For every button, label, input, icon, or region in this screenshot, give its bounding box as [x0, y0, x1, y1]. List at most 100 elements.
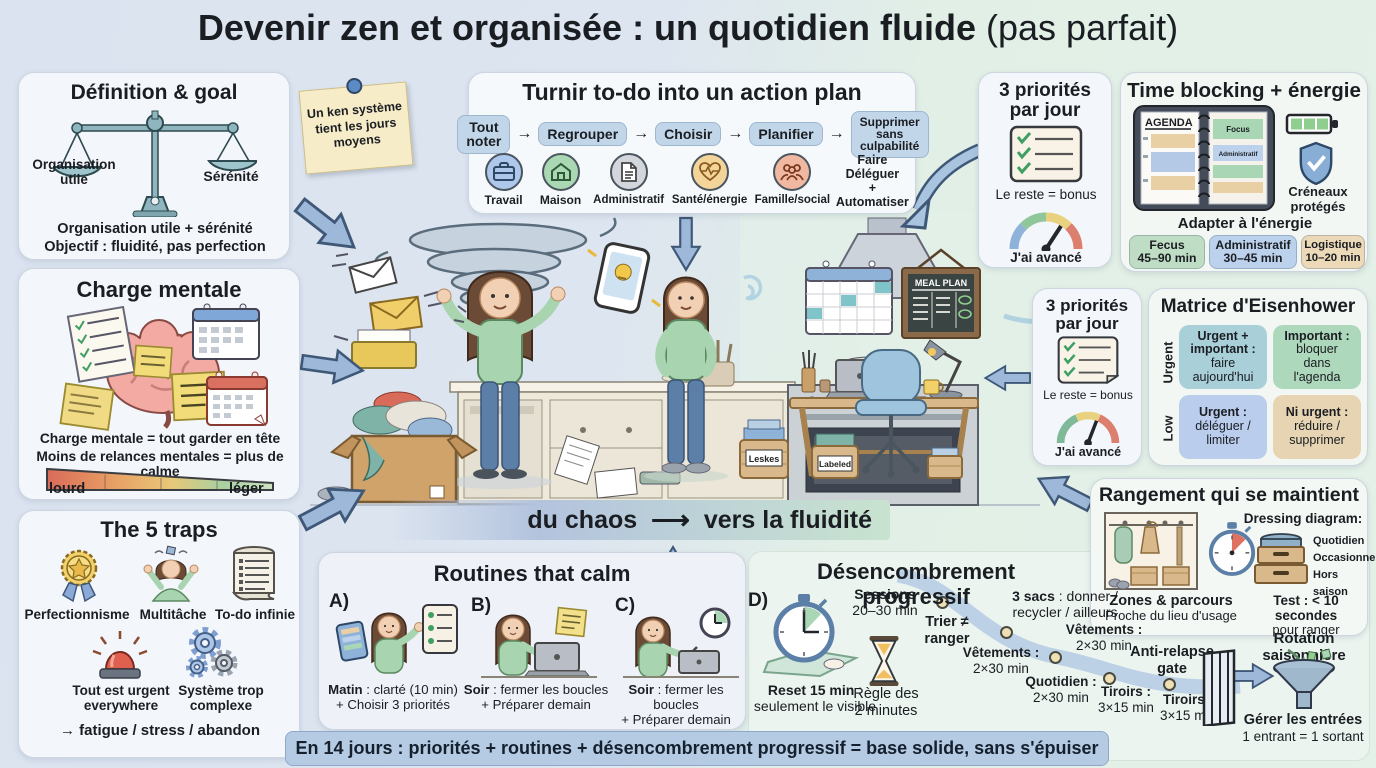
category-extra: Faire Déléguer + Automatiser	[834, 153, 911, 209]
step-arrow-1: →	[516, 125, 533, 143]
step-vetements-2: Vêtements : 2×30 min	[1048, 622, 1160, 653]
agenda-label: AGENDA	[1145, 117, 1193, 129]
test-line-2: pour ranger	[1272, 622, 1340, 638]
timeblocking-caption: Adapter à l'énergie	[1177, 215, 1313, 232]
vetements-1-lead: Vêtements :	[962, 645, 1040, 660]
quotidien-lead: Quotidien :	[1025, 674, 1097, 689]
arrow-definition-to-center	[287, 189, 367, 263]
trap-label-4: Tout est urgent everywhere	[72, 683, 170, 714]
scale-label-heavy: lourd	[49, 481, 86, 497]
category-famille: Famille/social	[751, 153, 834, 209]
step-arrow-2: →	[633, 125, 650, 143]
routine-c-tag: C)	[615, 595, 636, 616]
shield-check-icon	[1299, 141, 1333, 185]
quadrant-2-body: bloquer dans l'agenda	[1293, 342, 1341, 384]
zones-line-1: Zones & parcours	[1109, 593, 1233, 609]
calm-woman-figure	[644, 276, 728, 482]
routine-evening2-illustration	[623, 607, 739, 678]
quadrant-2-lead: Important :	[1284, 328, 1350, 343]
arrow-charge-to-center	[298, 344, 367, 388]
extra-actions-label: Faire Déléguer + Automatiser	[835, 153, 909, 209]
routine-c-line2: + Préparer demain	[621, 711, 731, 727]
eisenhower-row-low: Low	[1160, 415, 1176, 442]
routine-c-lead: Soir	[628, 682, 655, 697]
phone-notification-icon	[593, 242, 651, 314]
dressing-items: Quotidien Occasionnel Hors saison	[1313, 535, 1376, 599]
vetements-2-lead: Vêtements :	[1065, 622, 1143, 637]
mental-load-brain-icon	[59, 303, 268, 431]
quadrant-urgent-important: Urgent + important : faire aujourd'hui	[1179, 325, 1267, 389]
entries-caption: Gérer les entrées 1 entrant = 1 sortant	[1228, 712, 1376, 744]
panel-priorities-top: 3 priorités par jour Le reste = bonus J'…	[978, 72, 1112, 268]
checklist-icon	[1057, 336, 1119, 385]
stressed-woman-figure	[436, 271, 566, 489]
sacs-lead: 3 sacs	[1012, 588, 1055, 604]
milestone-dot-4	[1103, 672, 1116, 685]
agenda-block-admin: Administratif	[1219, 151, 1259, 158]
step-tiroirs-1: Tiroirs : 3×15 min	[1078, 684, 1174, 715]
quadrant-3-lead: Urgent :	[1199, 405, 1247, 420]
routine-b-rest: : fermer les boucles	[489, 682, 609, 697]
stopwatch-icon	[1208, 522, 1256, 576]
load-gradient-wedge	[46, 467, 274, 491]
health-heart-icon	[690, 153, 729, 191]
bottom-banner: En 14 jours : priorités + routines + dés…	[285, 731, 1109, 766]
reset-lead: Reset 15 min	[767, 682, 855, 698]
routine-c-rest: : fermer les boucles	[653, 682, 724, 712]
category-famille-label: Famille/social	[754, 194, 831, 206]
chip-logistique: Logistique 10–20 min	[1301, 235, 1365, 269]
chip-administratif: Administratif 30–45 min	[1209, 235, 1297, 269]
house-icon	[541, 153, 580, 191]
step-arrow-4: →	[828, 125, 845, 143]
trap-label-3: To-do infinie	[215, 607, 295, 622]
quotidien-value: 2×30 min	[1033, 689, 1089, 705]
gate-icon	[1202, 649, 1236, 726]
milestone-dot-2	[1000, 626, 1013, 639]
balance-scale-icon	[53, 110, 257, 217]
arrow-priorities-mid-to-desk	[984, 365, 1031, 391]
entries-line-2: 1 entrant = 1 sortant	[1242, 728, 1364, 744]
quadrant-4-body: réduire / supprimer	[1289, 419, 1345, 447]
tiroirs-1-lead: Tiroirs :	[1100, 684, 1151, 699]
category-maison-label: Maison	[539, 193, 582, 207]
routine-b-caption: Soir : fermer les boucles + Préparer dem…	[463, 682, 609, 713]
quadrant-important: Important : bloquer dans l'agenda	[1273, 325, 1361, 389]
shield-label: Créneaux protégés	[1288, 184, 1348, 214]
hourglass-icon	[869, 636, 899, 686]
chip-focus: Fecus 45–90 min	[1129, 235, 1205, 269]
step-regrouper: Regrouper	[538, 122, 628, 147]
sacs-rest: : donner / recycler / ailleurs	[1012, 588, 1118, 621]
routine-a-line2: + Choisir 3 priorités	[336, 696, 450, 712]
urgent-siren-icon	[92, 631, 148, 679]
routines-title: Routines that calm	[433, 561, 631, 586]
basket-label-1: Leskes	[749, 454, 780, 464]
chaos-to-fluidity-band: du chaos ⟶ vers la fluidité	[388, 500, 890, 540]
step-vetements-1: Vêtements : 2×30 min	[945, 645, 1057, 676]
action-plan-categories: Travail Maison Administratif Santé/énerg…	[475, 153, 911, 209]
quadrant-urgent-only: Urgent : déléguer / limiter	[1179, 395, 1267, 459]
anti-relapse-gate-label: Anti-relapse gate	[1130, 644, 1214, 677]
step-tout-noter: Tout noter	[457, 115, 511, 154]
left-pan-label: Organisation utile	[32, 157, 116, 188]
checklist-icon	[1009, 125, 1083, 183]
routine-b-line2: + Préparer demain	[481, 696, 591, 712]
category-sante-label: Santé/énergie	[671, 194, 748, 206]
three-bags-label: 3 sacs : donner / recycler / ailleurs	[985, 588, 1145, 620]
wall-calendar	[805, 260, 893, 335]
central-scene-illustration: MEAL PLAN	[310, 212, 1045, 508]
priorities-top-gauge-label: J'ai avancé	[1010, 250, 1082, 265]
page-title-suffix: (pas parfait)	[976, 7, 1179, 48]
step-supprimer: Supprimer sans culpabilité	[850, 111, 929, 158]
routine-a-caption: Matin : clarté (10 min) + Choisir 3 prio…	[321, 682, 465, 713]
arrow-actionplan-down	[671, 216, 701, 271]
test-caption: Test : < 10 secondes pour ranger	[1245, 593, 1367, 638]
step-tiroirs-2: Tiroirs : 3×15 min	[1140, 692, 1236, 723]
timeblocking-title: Time blocking + énergie	[1127, 79, 1361, 102]
two-minute-rule-label: Règle des 2 minutes	[853, 686, 919, 719]
arrow-priorities-top-swoosh	[899, 143, 983, 230]
eisenhower-row-urgent: Urgent	[1160, 341, 1176, 384]
page-title: Devenir zen et organisée : un quotidien …	[0, 7, 1376, 48]
meal-plan-board: MEAL PLAN	[901, 248, 981, 339]
routine-evening-illustration	[481, 606, 597, 678]
charge-title: Charge mentale	[76, 277, 242, 302]
